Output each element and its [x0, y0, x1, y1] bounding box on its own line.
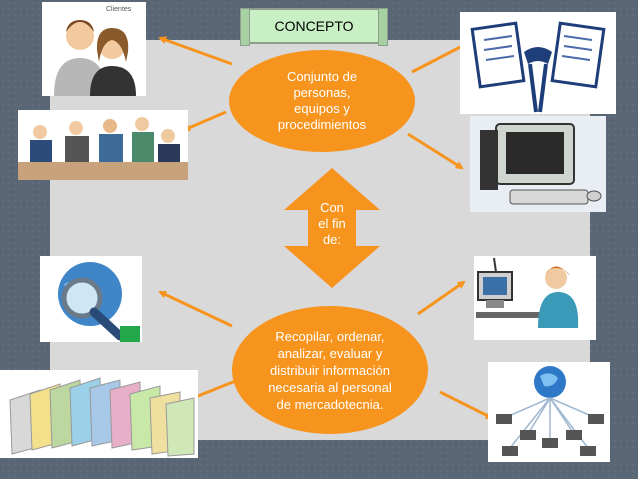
top-ellipse-line: equipos y — [294, 101, 350, 116]
folders-icon — [0, 370, 198, 458]
handshake-icon — [460, 12, 616, 114]
title-text: CONCEPTO — [274, 18, 354, 34]
bottom-ellipse: Recopilar, ordenar, analizar, evaluar y … — [232, 306, 428, 434]
bottom-ellipse-line: Recopilar, ordenar, — [275, 328, 385, 344]
computer-icon — [470, 116, 606, 212]
bottom-ellipse-line: analizar, evaluar y — [277, 345, 383, 361]
clients-icon: Clientes — [42, 2, 146, 96]
top-ellipse-line: Conjunto de — [286, 69, 358, 84]
bottom-ellipse-line: necesaria al personal — [268, 379, 392, 395]
arrow-text-line: Con — [320, 200, 344, 215]
bottom-ellipse-line: de mercadotecnia. — [276, 396, 384, 412]
top-ellipse-line: personas, — [293, 85, 351, 100]
network-icon — [488, 362, 610, 462]
arrow-to-worker — [417, 280, 466, 316]
arrow-text-line: de: — [322, 232, 342, 247]
arrow-to-clients — [158, 36, 233, 66]
up-down-arrow: Con el fin de: — [284, 168, 380, 288]
arrow-text-line: el fin — [318, 216, 346, 231]
top-ellipse-line: procedimientos — [277, 117, 367, 132]
arrow-to-computer — [407, 132, 464, 170]
clientes-label: Clientes — [106, 6, 132, 13]
arrow-to-network — [439, 390, 494, 420]
meeting-icon — [18, 110, 188, 180]
search-globe-icon — [40, 256, 142, 342]
arrow-to-meeting — [182, 110, 227, 132]
office-worker-icon — [474, 256, 596, 340]
arrow-to-search — [158, 290, 233, 328]
title-box: CONCEPTO — [240, 8, 388, 46]
top-ellipse: Conjunto de personas, equipos y procedim… — [229, 50, 415, 152]
bottom-ellipse-line: distribuir información — [270, 362, 390, 378]
